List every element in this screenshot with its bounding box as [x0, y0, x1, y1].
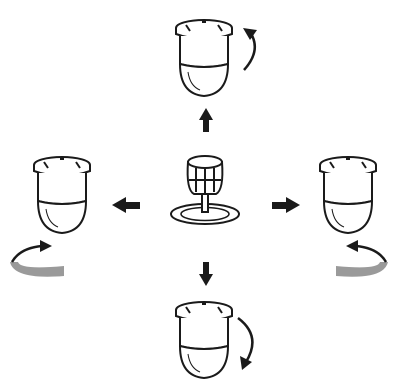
dome-camera-icon [319, 156, 377, 234]
curved-rotation-arrow-head [40, 240, 52, 252]
curved-rotation-arrow-line [10, 244, 43, 263]
arrow-left-icon [112, 197, 140, 213]
curved-rotation-arrow-head [346, 240, 358, 252]
dome-camera-icon [175, 19, 233, 97]
arrow-up-icon [199, 108, 213, 132]
joystick-icon [170, 155, 240, 225]
curved-rotation-arrow-head [243, 28, 257, 40]
curved-rotation-arrow-icon [10, 262, 64, 277]
curved-rotation-arrow-icon [336, 262, 388, 277]
arrow-down-icon [199, 262, 213, 286]
curved-rotation-arrow-icon [237, 317, 254, 363]
curved-rotation-arrow-head [240, 356, 252, 370]
dome-camera-icon [33, 156, 91, 234]
dome-camera-icon [175, 301, 233, 379]
arrow-right-icon [272, 197, 300, 213]
curved-rotation-arrow-line [355, 244, 388, 263]
